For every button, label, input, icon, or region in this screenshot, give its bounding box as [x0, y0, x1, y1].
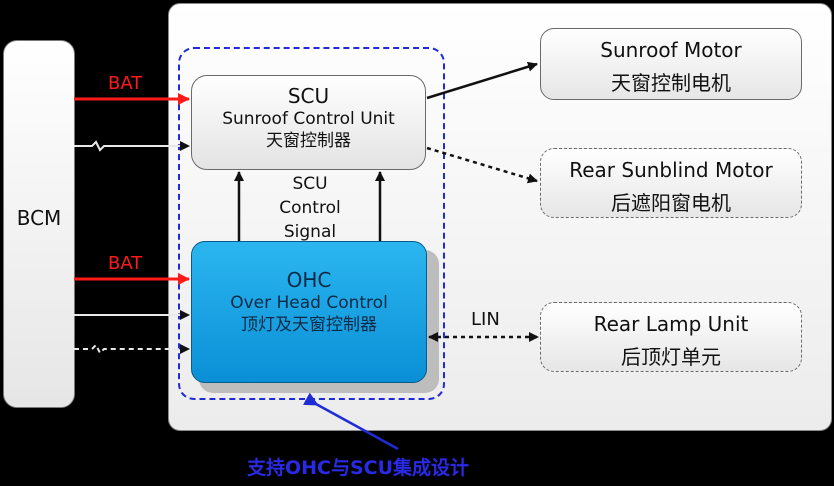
- rear-sunblind-name-cn: 后遮阳窗电机: [611, 191, 731, 215]
- rear-sunblind-name-en: Rear Sunblind Motor: [569, 158, 773, 182]
- control-signal-line2: Control: [279, 198, 341, 218]
- rear-lamp-unit-block: Rear Lamp Unit 后顶灯单元: [540, 302, 802, 372]
- ohc-name-cn: 顶灯及天窗控制器: [241, 315, 377, 335]
- control-signal-label: SCU Control Signal: [262, 172, 358, 244]
- ohc-title: OHC: [286, 268, 332, 292]
- sunroof-motor-block: Sunroof Motor 天窗控制电机: [540, 28, 802, 100]
- ohc-name-en: Over Head Control: [230, 293, 388, 313]
- bcm-ohc-dashed-wire: [74, 343, 190, 355]
- caption-pointer-arrow: [302, 392, 399, 451]
- scu-block: SCU Sunroof Control Unit 天窗控制器: [191, 75, 426, 170]
- rear-sunblind-motor-block: Rear Sunblind Motor 后遮阳窗电机: [540, 148, 802, 218]
- bcm-scu-wire: [74, 140, 190, 152]
- scu-to-sunblind-arrow: [426, 146, 538, 184]
- scu-title: SCU: [287, 84, 330, 108]
- control-signal-line1: SCU: [292, 174, 328, 194]
- bcm-label: BCM: [16, 206, 62, 230]
- scu-name-en: Sunroof Control Unit: [222, 109, 395, 129]
- rear-lamp-name-cn: 后顶灯单元: [621, 345, 721, 369]
- lin-label: LIN: [471, 309, 500, 330]
- rear-lamp-name-en: Rear Lamp Unit: [593, 312, 749, 336]
- bat-label-top: BAT: [108, 73, 143, 94]
- sunroof-motor-name-cn: 天窗控制电机: [611, 71, 731, 95]
- ohc-block: OHC Over Head Control 顶灯及天窗控制器: [191, 241, 427, 383]
- control-signal-line3: Signal: [283, 222, 337, 242]
- bcm-block: BCM: [3, 40, 75, 408]
- integration-caption: 支持OHC与SCU集成设计: [247, 457, 470, 479]
- scu-name-cn: 天窗控制器: [266, 131, 351, 151]
- bat-label-bottom: BAT: [108, 253, 143, 274]
- scu-to-sunroof-motor-arrow: [426, 61, 538, 100]
- sunroof-motor-name-en: Sunroof Motor: [600, 38, 742, 62]
